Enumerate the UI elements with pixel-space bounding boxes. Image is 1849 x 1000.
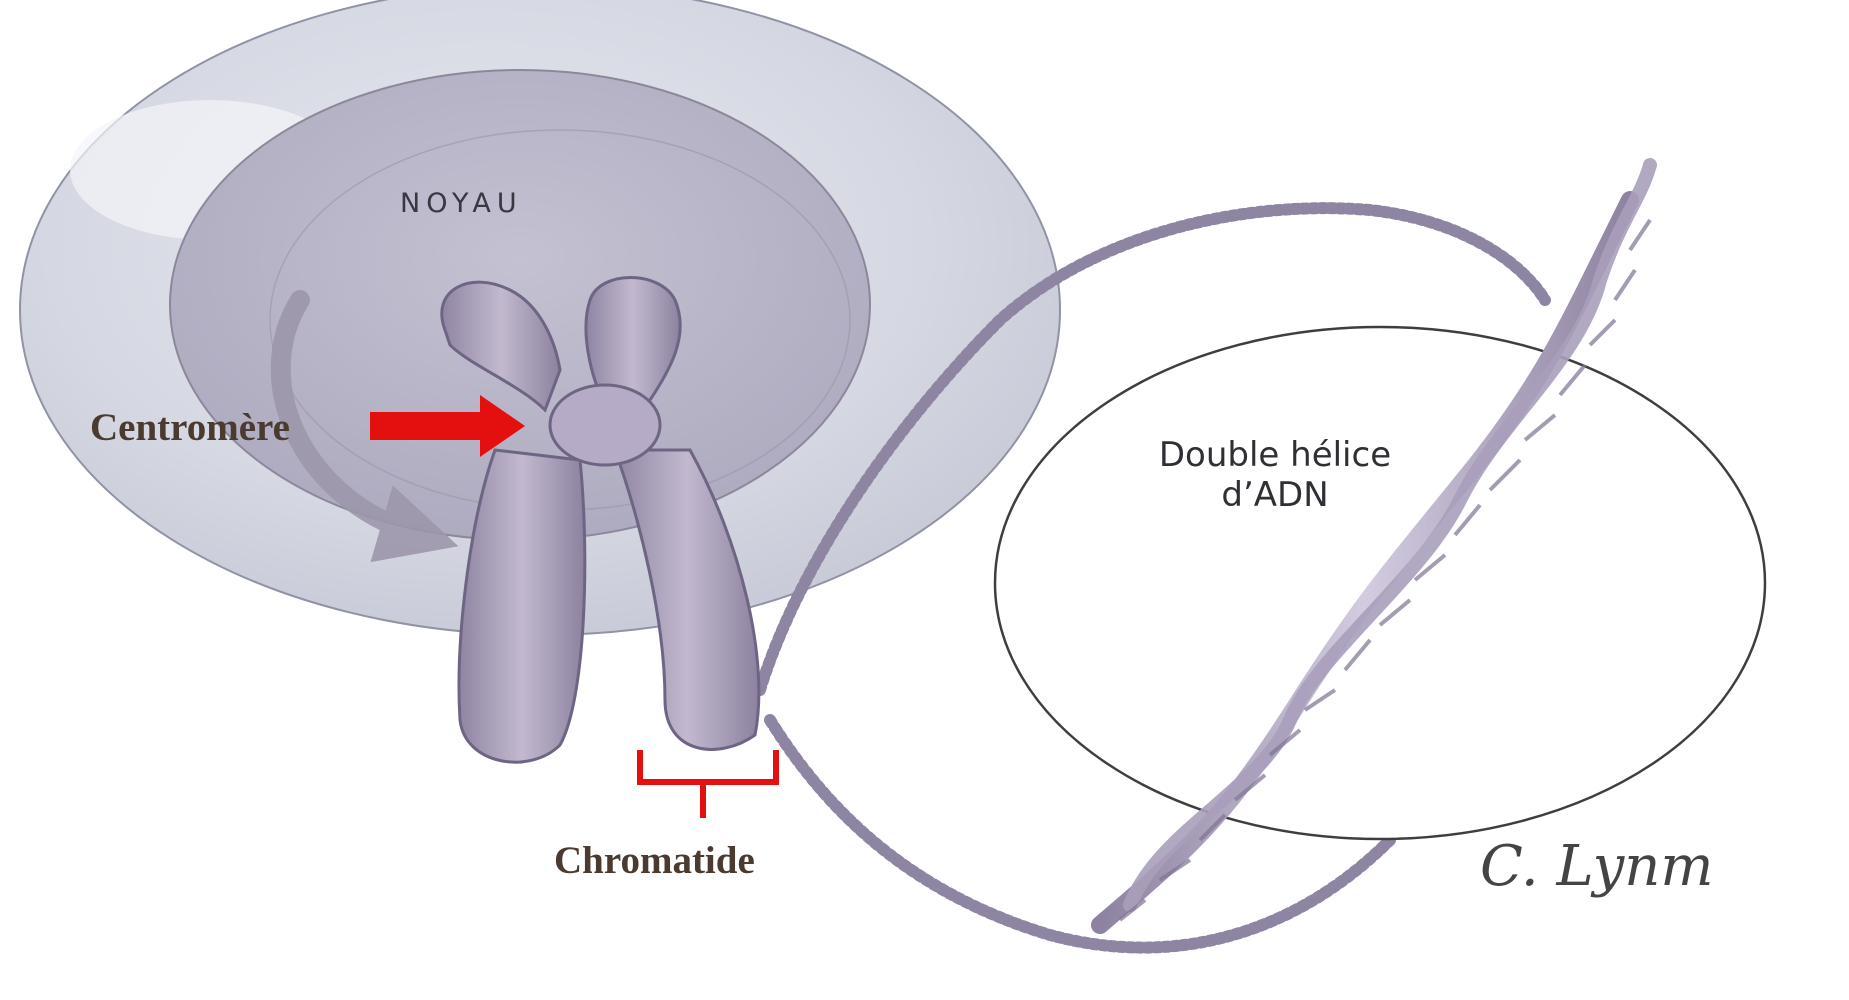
dna-helix-label: Double hélice d’ADN bbox=[1085, 435, 1465, 515]
centromere-label: Centromère bbox=[90, 405, 290, 450]
dna-label-line1: Double hélice bbox=[1085, 435, 1465, 475]
dna-label-line2: d’ADN bbox=[1085, 475, 1465, 515]
signature: C. Lynm bbox=[1480, 834, 1713, 899]
chromatid-label: Chromatide bbox=[554, 838, 755, 883]
chromatid-bracket-icon bbox=[640, 750, 776, 818]
nucleus-label: NOYAU bbox=[400, 188, 523, 219]
